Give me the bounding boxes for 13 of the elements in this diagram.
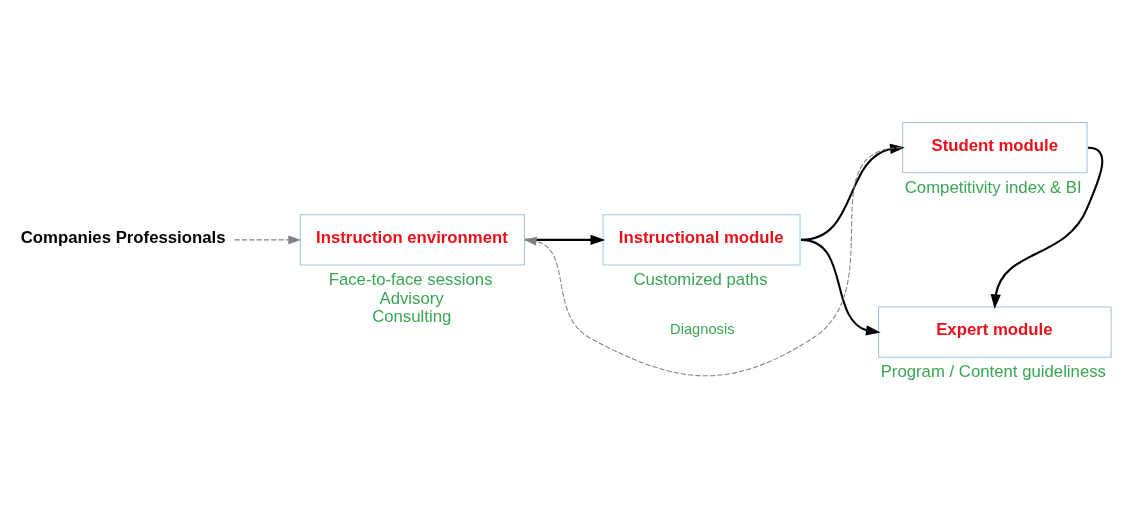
- node-label: Program / Content guideliness: [880, 361, 1106, 381]
- arrow: [234, 235, 301, 245]
- node-label: Face-to-face sessions: [328, 269, 493, 289]
- node-label: Advisory: [379, 288, 444, 308]
- arrow: [524, 147, 903, 377]
- node-label: Competitivity index & BI: [904, 177, 1082, 197]
- node-text: Companies Professionals: [20, 227, 226, 247]
- node-label: Consulting: [372, 307, 452, 327]
- arrow: [990, 146, 1104, 310]
- arrow: [800, 238, 881, 336]
- edge-label: Diagnosis: [670, 321, 735, 338]
- node-label: Customized paths: [633, 269, 768, 289]
- arrow: [525, 234, 606, 246]
